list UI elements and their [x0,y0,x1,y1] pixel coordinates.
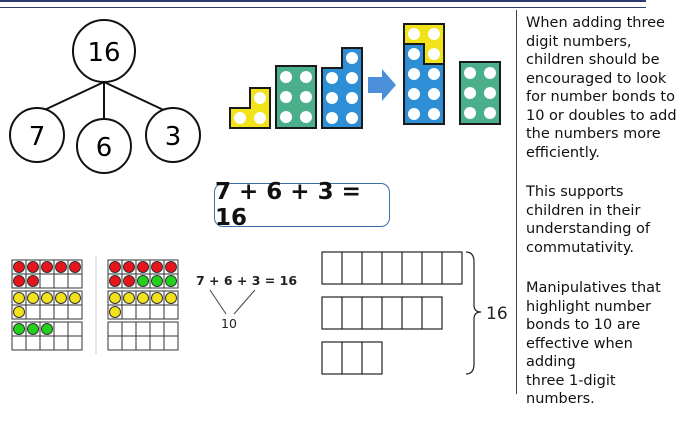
bar-total-label: 16 [486,304,508,324]
part-value: 7 [29,122,46,152]
top-rule [0,0,646,2]
teacher-notes: When adding three digit numbers, childre… [526,14,686,427]
part-whole-model: 16 7 6 3 [9,19,201,174]
bond-to-ten: 10 [221,316,237,331]
bar-six [321,296,443,330]
part-circle [9,107,65,163]
whole-circle [72,19,136,83]
note-paragraph: Manipulatives that highlight number bond… [526,280,661,407]
bar-seven [321,251,463,285]
bond-line [209,289,227,315]
bar-model [321,251,482,375]
column-divider [516,10,517,394]
small-equation: 7 + 6 + 3 = 16 [196,273,298,288]
ten-frame-red [11,259,83,289]
ten-frame-yellow [11,290,83,320]
bond-line [233,289,256,315]
ten-frames-left [11,259,83,351]
top-rule-thin [0,7,646,8]
illustrations: 16 7 6 3 [9,19,501,375]
numicon-seven [321,47,363,129]
ten-frame-green [11,321,83,351]
ten-frame-yellow [107,290,179,320]
part-value: 3 [165,122,182,152]
ten-frame-mixed [107,259,179,289]
main-equation: 7 + 6 + 3 = 16 [214,179,390,231]
whole-value: 16 [87,38,120,68]
brace [465,251,482,375]
arrow-icon [368,69,396,101]
note-paragraph: This supports children in their understa… [526,184,650,256]
bar-three [321,341,383,375]
part-value: 6 [96,133,113,163]
ten-frame-empty [107,321,179,351]
part-circle [145,107,201,163]
numicon-pieces [229,23,501,129]
ten-frames-right [107,259,179,351]
part-circle [76,118,132,174]
numicon-seven [403,43,445,125]
note-paragraph: When adding three digit numbers, childre… [526,15,677,161]
